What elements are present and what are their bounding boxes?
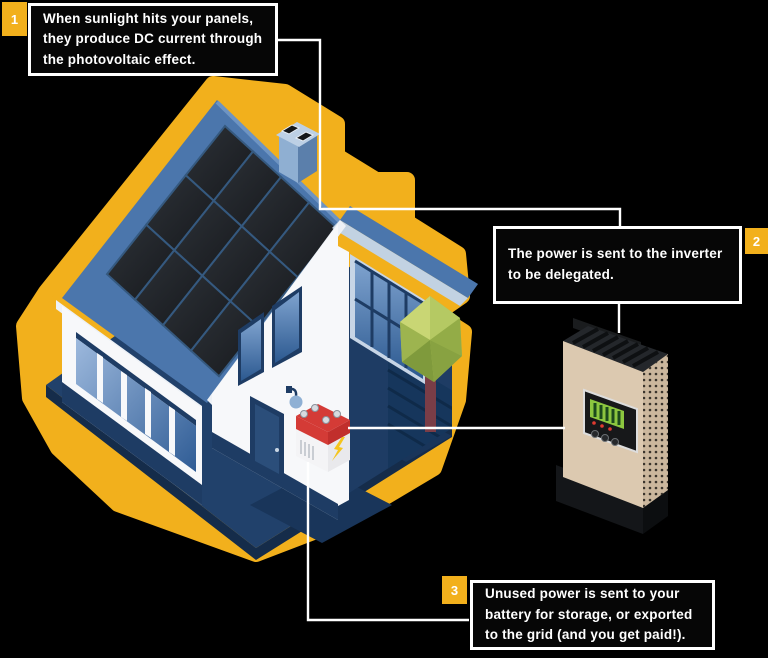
left-wing bbox=[56, 300, 202, 505]
callout-number: 2 bbox=[752, 233, 761, 249]
callout-text-1: When sunlight hits your panels, they pro… bbox=[43, 10, 263, 67]
callout-number-badge-3: 3 bbox=[442, 576, 467, 604]
chimney bbox=[276, 122, 320, 183]
callout-number-badge-2: 2 bbox=[745, 228, 768, 254]
left-wing-window-frame bbox=[76, 332, 196, 426]
connector-lines bbox=[278, 38, 622, 622]
callout-box-1: When sunlight hits your panels, they pro… bbox=[28, 3, 278, 76]
callout-box-2: The power is sent to the inverter to be … bbox=[493, 226, 742, 304]
front-door bbox=[250, 396, 284, 484]
solar-panel-array bbox=[105, 124, 339, 378]
wall-lamp bbox=[286, 386, 303, 409]
connector-line-battery-to-3 bbox=[306, 462, 469, 622]
callout-number: 1 bbox=[10, 11, 19, 27]
callout-number-badge-1: 1 bbox=[2, 2, 27, 36]
left-wing-windows bbox=[76, 338, 196, 472]
callout-text-3: Unused power is sent to your battery for… bbox=[485, 586, 693, 643]
tree bbox=[400, 296, 462, 432]
lightning-bolt-icon bbox=[332, 437, 345, 461]
callout-number: 3 bbox=[450, 582, 459, 598]
inverter bbox=[556, 318, 668, 534]
battery bbox=[296, 404, 350, 472]
inverter-display bbox=[583, 388, 638, 454]
connector-line-1-to-2 bbox=[278, 38, 622, 227]
callout-box-3: Unused power is sent to your battery for… bbox=[470, 580, 715, 650]
callout-text-2: The power is sent to the inverter to be … bbox=[508, 246, 723, 282]
solar-roof bbox=[62, 100, 342, 403]
